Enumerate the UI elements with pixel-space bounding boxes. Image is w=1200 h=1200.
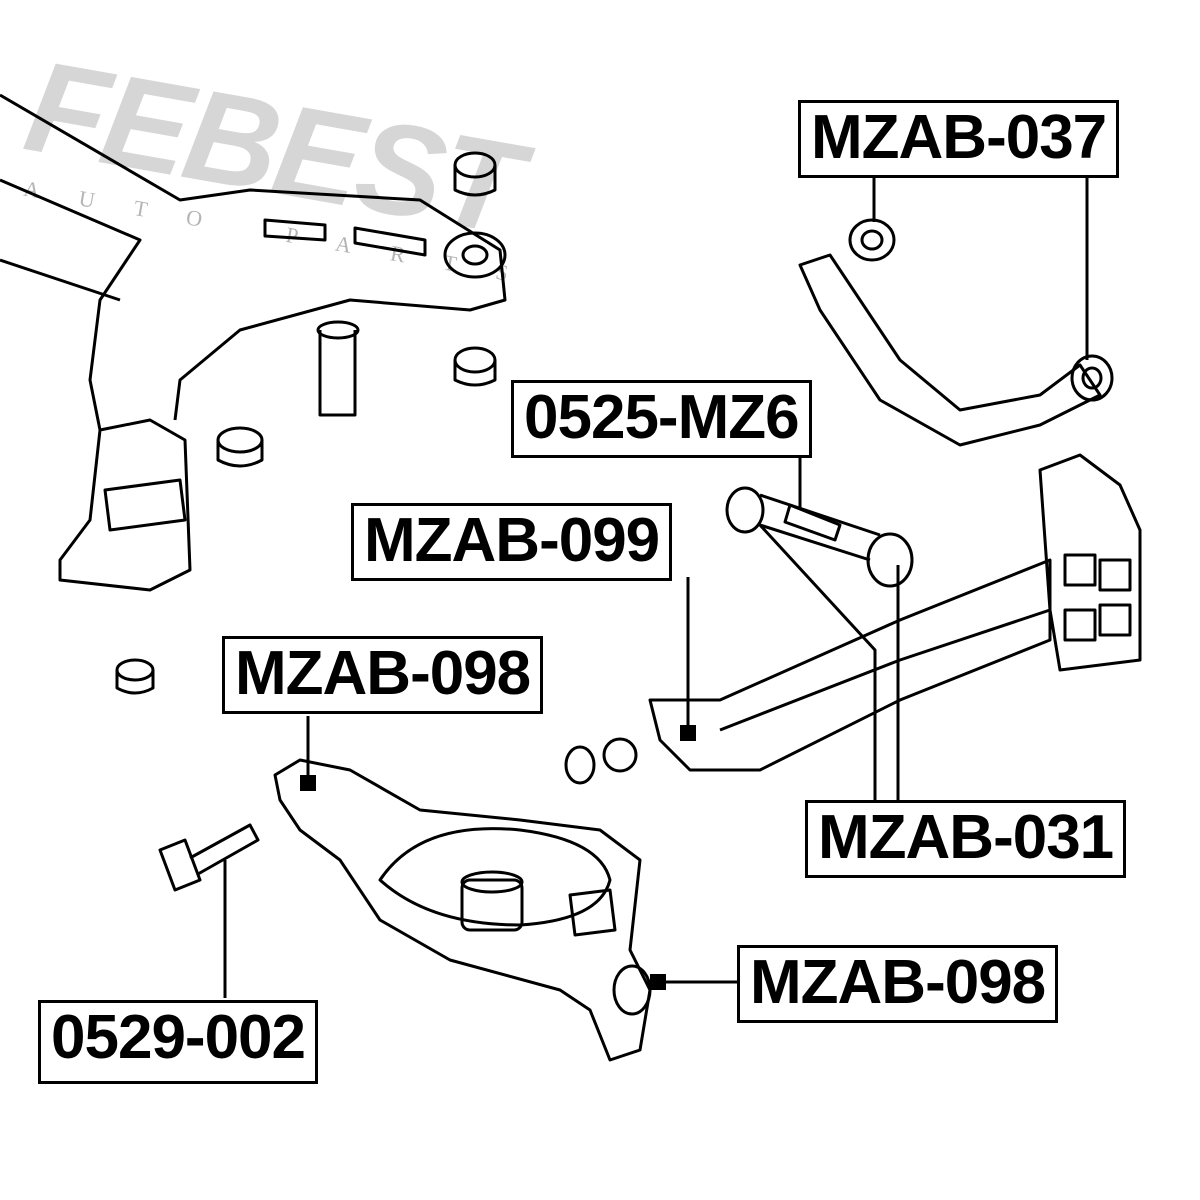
toe-link: [725, 486, 914, 588]
part-label-0529-002[interactable]: 0529-002: [38, 1000, 319, 1084]
part-label-0525-mz6[interactable]: 0525-MZ6: [511, 380, 812, 458]
part-label-mzab-031[interactable]: MZAB-031: [805, 800, 1127, 878]
part-label-mzab-098-top[interactable]: MZAB-098: [222, 636, 544, 714]
part-label-mzab-099[interactable]: MZAB-099: [351, 503, 673, 581]
subframe: [0, 93, 507, 592]
knuckle: [648, 453, 1142, 772]
upper-arm: [798, 253, 1102, 447]
bolt: [158, 823, 260, 892]
bushings: [115, 151, 1114, 785]
leader-markers: [300, 725, 696, 990]
part-label-mzab-037[interactable]: MZAB-037: [798, 100, 1120, 178]
leader-lines: [223, 178, 1089, 998]
part-label-mzab-098-bottom[interactable]: MZAB-098: [737, 945, 1059, 1023]
lower-arm: [273, 758, 652, 1062]
